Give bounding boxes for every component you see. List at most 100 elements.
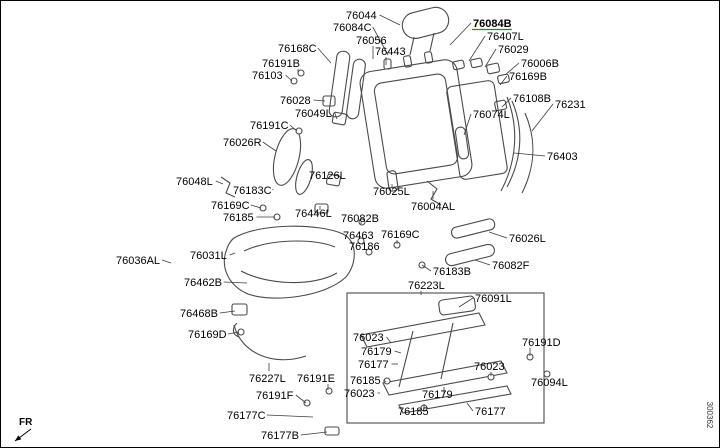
fr-label: FR bbox=[19, 417, 33, 428]
part-label-76026R-18[interactable]: 76026R bbox=[223, 137, 262, 149]
part-label-76082F-37[interactable]: 76082F bbox=[492, 260, 530, 272]
leader-line-76169B bbox=[499, 75, 508, 86]
part-label-76407L-3[interactable]: 76407L bbox=[487, 31, 524, 43]
seatback-frame-shape bbox=[359, 59, 473, 189]
part-label-76468B-39[interactable]: 76468B bbox=[180, 308, 218, 320]
trim-curve-shape-2 bbox=[506, 100, 521, 188]
part-label-76177-44[interactable]: 76177 bbox=[358, 359, 389, 371]
part-label-76084B-2-highlighted[interactable]: 76084B bbox=[473, 18, 512, 30]
part-label-76023-49[interactable]: 76023 bbox=[344, 388, 375, 400]
part-label-76191B-8[interactable]: 76191B bbox=[262, 58, 300, 70]
bracket-shape bbox=[220, 176, 236, 198]
part-label-76168C-4[interactable]: 76168C bbox=[278, 43, 317, 55]
part-label-76004AL-28[interactable]: 76004AL bbox=[411, 201, 455, 213]
small-bracket-shape-2 bbox=[314, 203, 329, 214]
leader-line-76177C bbox=[266, 414, 314, 418]
leader-line-76468B bbox=[219, 310, 236, 314]
part-label-76029-7[interactable]: 76029 bbox=[498, 44, 529, 56]
part-label-76177C-54[interactable]: 76177C bbox=[227, 410, 266, 422]
leader-line-76103 bbox=[285, 74, 293, 82]
back-board-shape bbox=[446, 80, 508, 180]
leader-line-76183B bbox=[421, 264, 432, 272]
part-label-76031L-34[interactable]: 76031L bbox=[190, 250, 227, 262]
part-label-76179-43[interactable]: 76179 bbox=[361, 346, 392, 358]
part-label-76094L-51[interactable]: 76094L bbox=[531, 377, 568, 389]
part-label-76074L-17[interactable]: 76074L bbox=[473, 109, 510, 121]
leader-line-76403 bbox=[513, 152, 546, 157]
part-label-76023-50[interactable]: 76023 bbox=[474, 361, 505, 373]
part-label-76191C-16[interactable]: 76191C bbox=[250, 120, 289, 132]
part-label-76006B-9[interactable]: 76006B bbox=[521, 58, 559, 70]
part-label-76227L-46[interactable]: 76227L bbox=[249, 373, 286, 385]
leader-line-76191C bbox=[289, 124, 298, 132]
part-label-76044-0[interactable]: 76044 bbox=[346, 10, 377, 22]
part-label-76025L-23[interactable]: 76025L bbox=[373, 186, 410, 198]
headrest-shape bbox=[401, 6, 450, 56]
part-label-76185-25[interactable]: 76185 bbox=[223, 212, 254, 224]
part-label-76443-6[interactable]: 76443 bbox=[375, 46, 406, 58]
part-label-76049L-15[interactable]: 76049L bbox=[295, 108, 332, 120]
part-label-76179-53[interactable]: 76179 bbox=[422, 389, 453, 401]
part-label-76191F-52[interactable]: 76191F bbox=[256, 390, 294, 402]
leader-line-76029 bbox=[484, 48, 497, 68]
leader-line-76006B bbox=[504, 62, 520, 76]
part-label-76186-31[interactable]: 76186 bbox=[349, 241, 380, 253]
part-label-76026L-32[interactable]: 76026L bbox=[509, 233, 546, 245]
trim-curve-shape bbox=[500, 96, 516, 192]
part-label-76185-55[interactable]: 76185 bbox=[398, 406, 429, 418]
part-label-76036AL-33[interactable]: 76036AL bbox=[116, 255, 160, 267]
part-label-76462B-35[interactable]: 76462B bbox=[184, 277, 222, 289]
leader-line-76049L bbox=[334, 112, 338, 120]
part-label-76191E-47[interactable]: 76191E bbox=[297, 373, 335, 385]
part-label-76028-12[interactable]: 76028 bbox=[280, 95, 311, 107]
part-label-76177-56[interactable]: 76177 bbox=[475, 406, 506, 418]
part-label-76185-48[interactable]: 76185 bbox=[350, 375, 381, 387]
leader-line-76036AL bbox=[161, 259, 172, 264]
seat-cushion-shape bbox=[223, 225, 355, 299]
wire-shape bbox=[233, 324, 307, 361]
part-label-76023-42[interactable]: 76023 bbox=[353, 332, 384, 344]
small-bracket-shape bbox=[325, 173, 341, 187]
leader-line-76177B bbox=[300, 431, 328, 436]
part-label-76169C-24[interactable]: 76169C bbox=[211, 200, 250, 212]
part-label-76191D-45[interactable]: 76191D bbox=[522, 337, 561, 349]
part-label-76091L-40[interactable]: 76091L bbox=[475, 293, 512, 305]
part-label-76177B-57[interactable]: 76177B bbox=[261, 430, 299, 442]
part-label-76183C-21[interactable]: 76183C bbox=[233, 185, 272, 197]
part-label-76231-14[interactable]: 76231 bbox=[555, 99, 586, 111]
fr-direction-arrow-icon bbox=[15, 435, 22, 441]
part-label-76103-10[interactable]: 76103 bbox=[252, 70, 283, 82]
part-label-76048L-20[interactable]: 76048L bbox=[176, 176, 213, 188]
part-label-76169B-11[interactable]: 76169B bbox=[509, 71, 547, 83]
part-label-76126L-22[interactable]: 76126L bbox=[309, 170, 346, 182]
bolt-shapes bbox=[237, 69, 551, 412]
part-label-76056-5[interactable]: 76056 bbox=[356, 35, 387, 47]
leader-line-76023 bbox=[386, 336, 392, 344]
doc-number: 300362 bbox=[705, 402, 714, 429]
small-part-shape bbox=[231, 303, 248, 316]
part-label-76446L-26[interactable]: 76446L bbox=[295, 208, 332, 220]
part-label-76403-19[interactable]: 76403 bbox=[547, 151, 578, 163]
leader-line-76191F bbox=[295, 394, 307, 404]
part-label-76169D-41[interactable]: 76169D bbox=[188, 329, 227, 341]
part-label-76082B-27[interactable]: 76082B bbox=[341, 213, 379, 225]
leader-line-76108B bbox=[501, 97, 512, 108]
leader-line-76044 bbox=[379, 14, 401, 26]
side-trim-shapes bbox=[272, 128, 313, 195]
leader-line-76084C bbox=[372, 26, 389, 56]
small-strip-shape bbox=[386, 170, 399, 192]
part-label-76223L-38[interactable]: 76223L bbox=[408, 280, 445, 292]
part-label-76108B-13[interactable]: 76108B bbox=[513, 93, 551, 105]
part-label-76084C-1[interactable]: 76084C bbox=[333, 22, 372, 34]
clip-shapes bbox=[452, 57, 510, 112]
pillar-strip-shape bbox=[454, 126, 470, 160]
part-label-76183B-36[interactable]: 76183B bbox=[433, 266, 471, 278]
leader-line-76185 bbox=[383, 379, 387, 383]
leader-line-76048L bbox=[215, 180, 224, 185]
part-label-76463-29[interactable]: 76463 bbox=[343, 230, 374, 242]
leader-line-76084B bbox=[449, 22, 472, 46]
part-label-76169C-30[interactable]: 76169C bbox=[381, 229, 420, 241]
